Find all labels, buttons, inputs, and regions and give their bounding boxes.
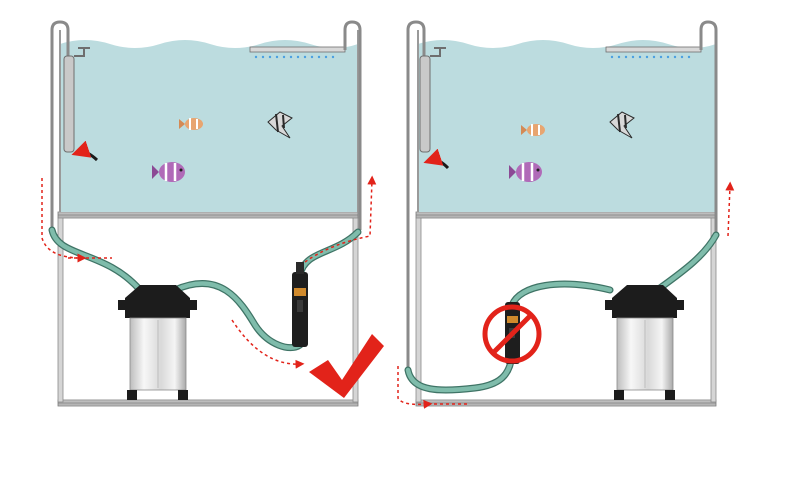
check-mark-icon [309,334,384,398]
canister-filter [118,285,197,400]
incorrect-setup-panel [397,20,735,409]
fish-angelfish-icon [609,111,635,139]
stand-cabinet [57,211,359,407]
water [418,40,716,212]
outlet-pipe [343,20,362,230]
intake-flow-arrow-icon [71,140,99,162]
fish-purple-icon [152,162,185,182]
flow-direction-arrows [41,175,377,369]
water [60,40,358,212]
outlet-pipe [699,20,718,235]
fish-clownfish-icon [179,118,203,130]
hose-tubing [404,231,720,394]
intake-pipe [50,20,90,230]
aquarium-tank [59,30,359,212]
fish-purple-icon [509,162,542,182]
canister-filter [605,285,684,400]
intake-flow-arrow-icon [423,148,450,170]
fish-clownfish-icon [521,124,545,136]
hose-tubing [48,226,362,352]
inline-heater [292,262,308,347]
prohibited-sign-icon [482,304,542,364]
correct-setup-panel [41,20,384,407]
fish-angelfish-icon [267,111,293,139]
aquarium-tank [417,30,717,212]
intake-pipe [406,20,446,370]
flow-direction-arrows [397,181,735,409]
